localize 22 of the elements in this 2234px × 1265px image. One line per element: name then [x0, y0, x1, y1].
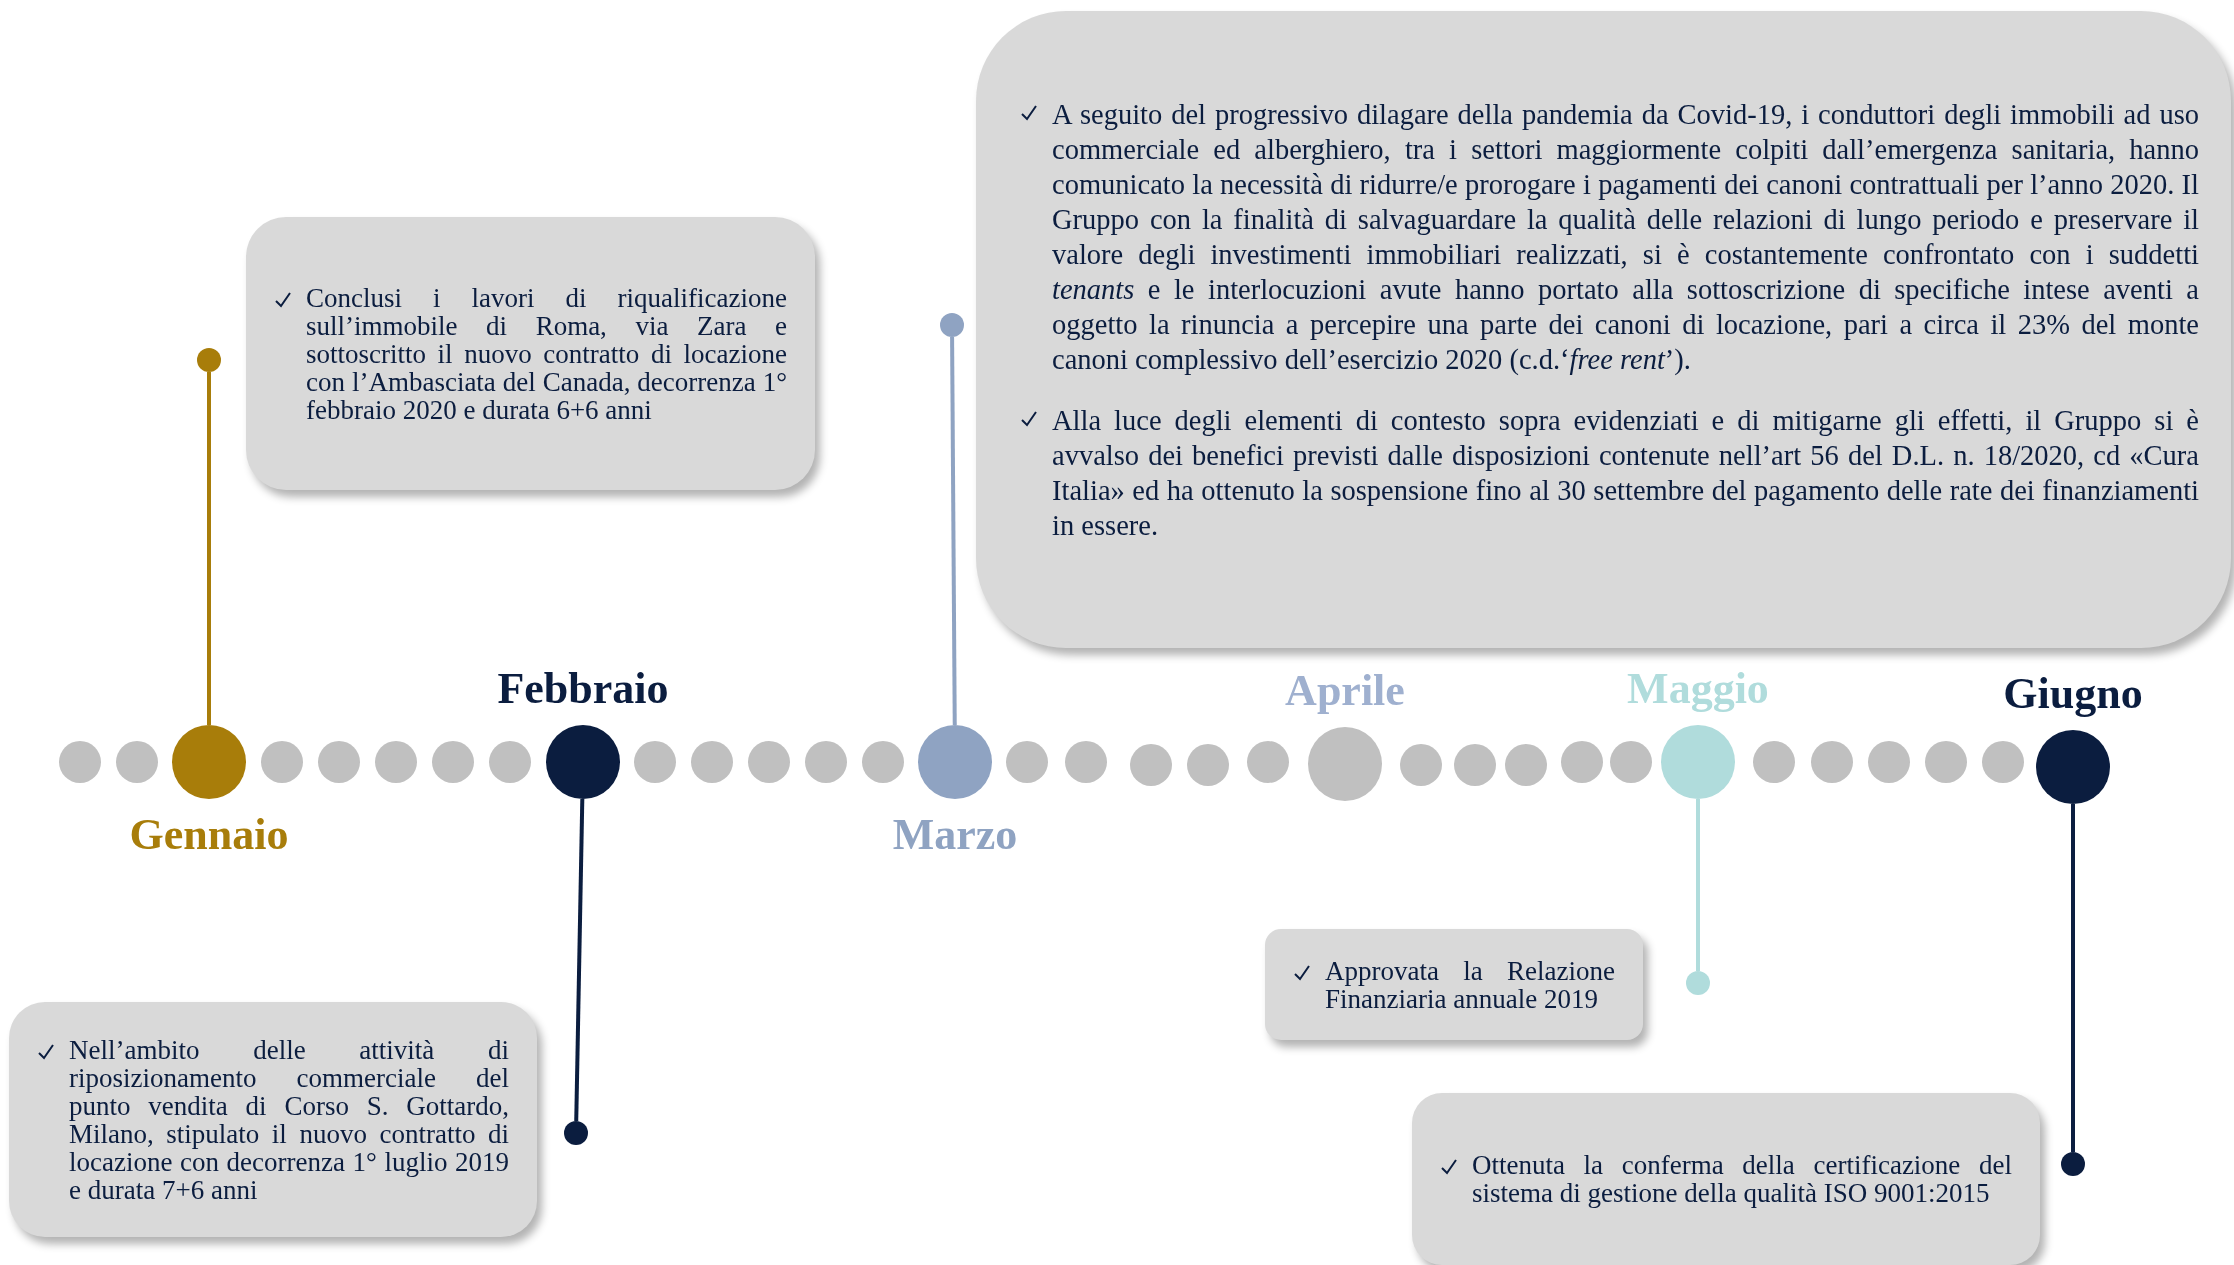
note-card — [1265, 929, 1643, 1040]
note-card — [1412, 1093, 2040, 1265]
note-card — [246, 217, 815, 490]
month-label: Gennaio — [129, 809, 289, 861]
note-text: A seguito del progressivo dilagare della pandemia da Covid-19, i conduttori degli immobili ad uso commerciale ed alberghiero, tra i settori maggiormente colpiti dall’emergenza sanitaria, hanno comunicato la necessità di ridurre/e prorogare i pagamenti dei canoni contrattuali per l’anno 2020. Il Gruppo con la finalità di salvaguardare la qualità delle relazioni di lungo periodo e preservare il valore degli investimenti immobiliari realizzati, si è costantemente confrontato con i suddetti tenants e le interlocuzioni avute hanno portato alla sottoscrizione di specifiche intese aventi a oggetto la rinuncia a percepire una parte dei canoni di locazione, pari a circa il 23% del monte canoni complessivo dell’esercizio 2020 (c.d.‘free rent’). — [1052, 98, 2199, 377]
note-text: Approvata la Relazione Finanziaria annuale 2019 — [1325, 956, 1615, 1013]
note-text: Alla luce degli elementi di contesto sopra evidenziati e di mitigarne gli effetti, il Gruppo si è avvalso dei benefici previsti dalle disposizioni contenute nell’art 56 del D.L. n. 18/2020, cd «Cura Italia» ed ha ottenuto la sospensione fino al 30 settembre del pagamento delle rate dei finanziamenti in essere. — [1052, 404, 2199, 543]
month-label: Marzo — [892, 809, 1018, 861]
timeline-stem — [1696, 799, 1700, 971]
timeline-stem — [574, 798, 585, 1122]
month-label: Febbraio — [497, 663, 669, 715]
month-label: Aprile — [1285, 665, 1405, 717]
timeline-stem — [2071, 804, 2075, 1152]
note-card — [976, 11, 2231, 648]
note-card — [9, 1002, 537, 1237]
timeline-stem — [950, 337, 957, 725]
note-text: Conclusi i lavori di riqualificazione sull’immobile di Roma, via Zara e sottoscritto il nuovo contratto di locazione con l’Ambasciata del Canada, decorrenza 1° febbraio 2020 e durata 6+6 anni — [306, 283, 787, 424]
note-text: Nell’ambito delle attività di riposizionamento commerciale del punto vendita di Corso S. Gottardo, Milano, stipulato il nuovo contratto di locazione con decorrenza 1° luglio 2019 e durata 7+6 anni — [69, 1035, 509, 1204]
month-label: Giugno — [2003, 668, 2143, 720]
timeline-stem — [207, 372, 211, 725]
month-label: Maggio — [1627, 663, 1769, 715]
note-text: Ottenuta la conferma della certificazione del sistema di gestione della qualità ISO 9001:2015 — [1472, 1151, 2012, 1207]
